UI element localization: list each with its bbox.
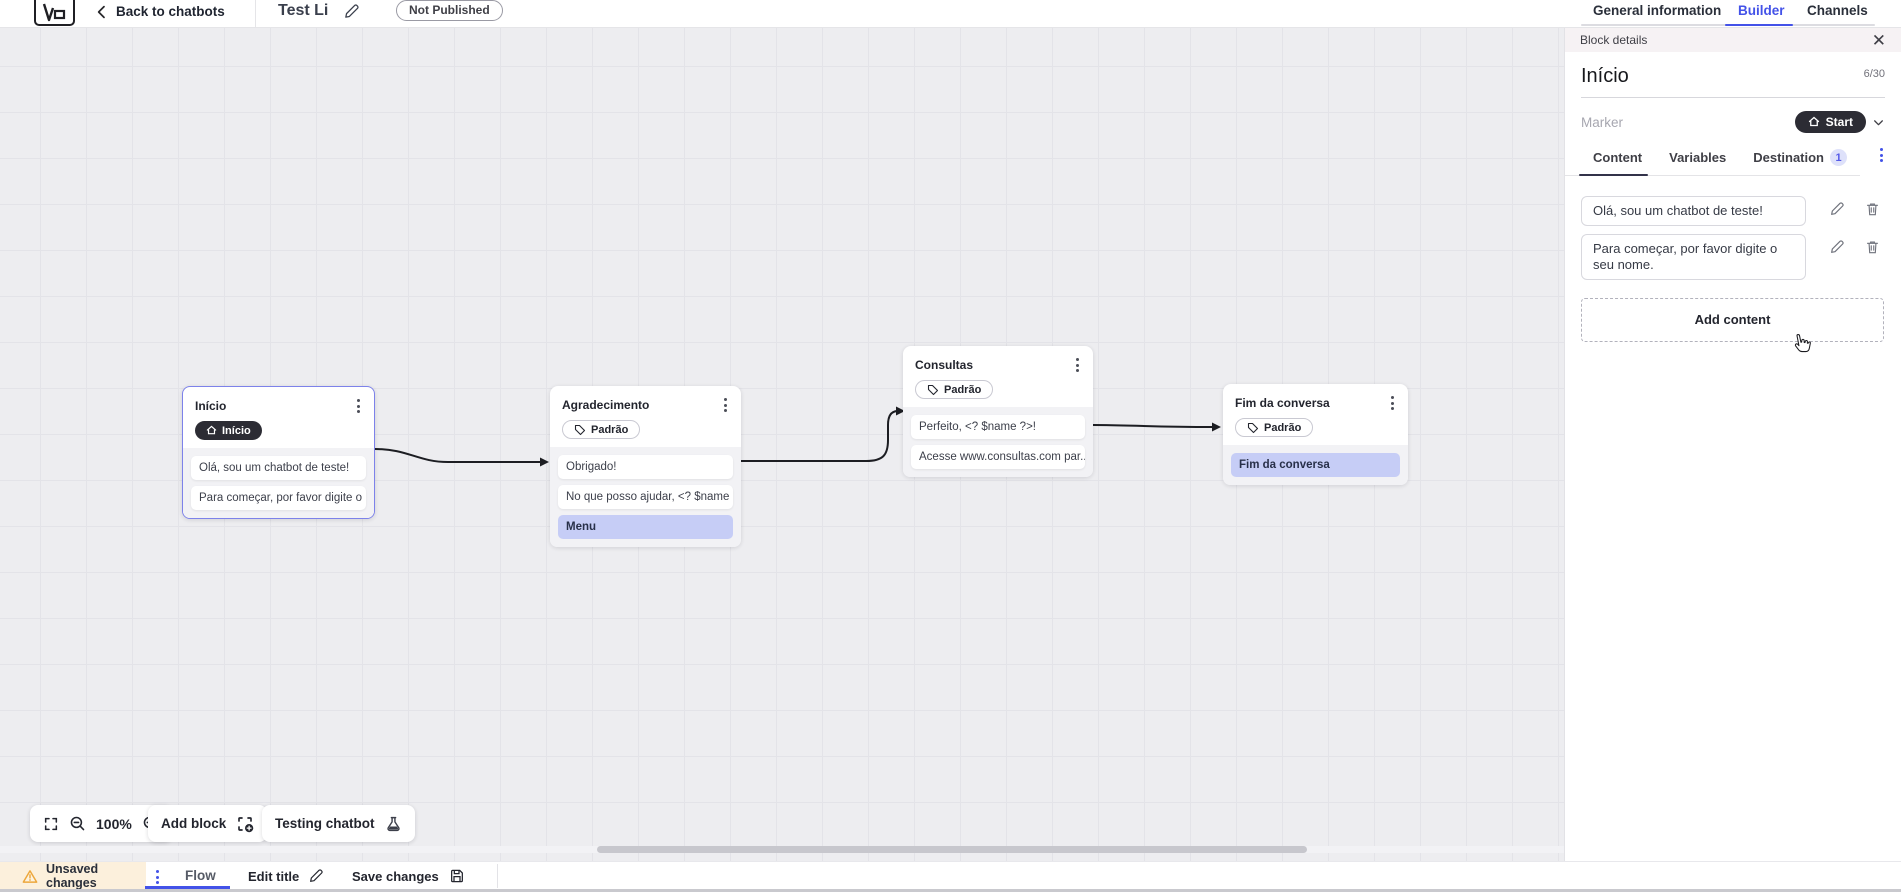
default-marker-badge: Padrão	[1235, 418, 1314, 437]
panel-tabs: Content Variables Destination 1	[1565, 145, 1860, 176]
edit-title-icon[interactable]	[343, 3, 360, 20]
default-marker-badge: Padrão	[915, 380, 994, 399]
block-item[interactable]: Para começar, por favor digite o ...	[191, 486, 366, 510]
tab-builder[interactable]: Builder	[1738, 3, 1785, 18]
add-block-icon	[238, 816, 254, 832]
panel-header: Block details ✕	[1565, 28, 1901, 52]
block-item-fim[interactable]: Fim da conversa	[1231, 453, 1400, 477]
active-panel-tab-indicator	[1579, 173, 1648, 176]
destination-count-badge: 1	[1830, 149, 1848, 166]
edit-content-icon[interactable]	[1829, 239, 1845, 255]
delete-content-icon[interactable]	[1865, 239, 1880, 255]
flow-connections	[374, 406, 1221, 467]
topbar-divider	[255, 0, 256, 27]
statusbar-divider	[497, 864, 498, 888]
block-title: Início	[195, 399, 227, 413]
tab-channels[interactable]: Channels	[1807, 3, 1868, 18]
marker-label: Marker	[1581, 114, 1624, 130]
block-menu-icon[interactable]	[1389, 394, 1396, 412]
close-icon[interactable]: ✕	[1871, 30, 1886, 50]
block-item[interactable]: Acesse www.consultas.com par...	[911, 445, 1085, 469]
chevron-down-icon	[1874, 119, 1883, 125]
zoom-level: 100%	[96, 815, 132, 832]
add-block-button[interactable]: Add block	[148, 805, 268, 842]
block-item-menu[interactable]: Menu	[558, 515, 733, 539]
back-chevron-icon[interactable]	[94, 4, 110, 20]
app-logo[interactable]	[34, 0, 75, 26]
status-bar: Unsaved changes Flow Edit title Save cha…	[0, 861, 1901, 892]
tag-icon	[927, 384, 939, 395]
block-menu-icon[interactable]	[355, 397, 362, 415]
home-icon	[1808, 116, 1819, 127]
save-changes-label: Save changes	[352, 868, 439, 884]
start-pill: Start	[1794, 111, 1866, 133]
testing-chatbot-button[interactable]: Testing chatbot	[262, 805, 415, 842]
char-counter: 6/30	[1863, 68, 1885, 80]
back-to-chatbots-link[interactable]: Back to chatbots	[116, 4, 225, 19]
block-title: Fim da conversa	[1235, 396, 1330, 410]
tab-content[interactable]: Content	[1593, 150, 1643, 165]
unsaved-changes-indicator: Unsaved changes	[0, 862, 146, 890]
default-marker-badge: Padrão	[562, 420, 641, 439]
content-message-input[interactable]: Para começar, por favor digite o seu nom…	[1581, 233, 1806, 280]
panel-header-title: Block details	[1580, 33, 1648, 47]
tab-general-information[interactable]: General information	[1593, 3, 1722, 18]
block-menu-icon[interactable]	[722, 396, 729, 414]
status-badge: Not Published	[396, 0, 503, 21]
edit-title-label: Edit title	[248, 868, 300, 884]
chatbot-title[interactable]: Test Li	[278, 2, 329, 19]
block-title: Consultas	[915, 358, 974, 372]
tab-variables[interactable]: Variables	[1669, 150, 1727, 165]
flow-block-fim-da-conversa[interactable]: Fim da conversa Padrão Fim da conversa	[1223, 384, 1408, 485]
flow-block-inicio[interactable]: Início Início Olá, sou um chatbot de tes…	[182, 386, 375, 519]
edit-content-icon[interactable]	[1829, 201, 1845, 217]
block-menu-icon[interactable]	[1074, 356, 1081, 374]
testing-chatbot-label: Testing chatbot	[275, 816, 375, 831]
tag-icon	[574, 424, 586, 435]
start-marker-badge: Início	[195, 421, 262, 440]
app-logo-icon	[42, 3, 65, 22]
add-block-label: Add block	[161, 816, 227, 831]
content-message-input[interactable]: Olá, sou um chatbot de teste!	[1581, 196, 1806, 226]
tab-destination[interactable]: Destination 1	[1753, 149, 1848, 166]
delete-content-icon[interactable]	[1865, 201, 1880, 217]
statusbar-menu-icon[interactable]	[154, 868, 161, 886]
fullscreen-icon[interactable]	[43, 816, 59, 832]
block-item[interactable]: Obrigado!	[558, 455, 733, 479]
flask-icon	[386, 816, 400, 831]
block-details-panel: Block details ✕ Início 6/30 Marker Start	[1564, 28, 1901, 861]
tab-flow[interactable]: Flow	[185, 868, 216, 883]
horizontal-scrollbar-thumb[interactable]	[597, 846, 1307, 853]
flow-block-consultas[interactable]: Consultas Padrão Perfeito, <? $name ?>! …	[903, 346, 1093, 477]
flow-canvas[interactable]: Início Início Olá, sou um chatbot de tes…	[0, 28, 1564, 861]
zoom-out-icon[interactable]	[69, 815, 86, 832]
active-tab-indicator	[1725, 23, 1793, 26]
edit-title-button[interactable]: Edit title	[248, 868, 324, 884]
flow-block-agradecimento[interactable]: Agradecimento Padrão Obrigado! No que po…	[550, 386, 741, 547]
block-item[interactable]: Perfeito, <? $name ?>!	[911, 415, 1085, 439]
pencil-icon	[310, 869, 323, 882]
save-icon	[450, 869, 463, 883]
block-item[interactable]: No que posso ajudar, <? $name ...	[558, 485, 733, 509]
marker-dropdown[interactable]: Start	[1794, 111, 1885, 133]
block-name-input[interactable]: Início	[1581, 65, 1629, 87]
top-bar: Back to chatbots Test Li Not Published G…	[0, 0, 1901, 28]
add-content-button[interactable]: Add content	[1581, 297, 1884, 342]
save-changes-button[interactable]: Save changes	[352, 868, 465, 884]
tag-icon	[1247, 422, 1259, 433]
warning-icon	[22, 869, 38, 883]
block-item[interactable]: Olá, sou um chatbot de teste!	[191, 456, 366, 480]
unsaved-changes-label: Unsaved changes	[46, 862, 99, 890]
panel-tabs-menu-icon[interactable]	[1878, 146, 1885, 164]
home-icon	[206, 425, 217, 435]
active-flow-tab-indicator	[145, 886, 230, 889]
block-title: Agradecimento	[562, 398, 650, 412]
